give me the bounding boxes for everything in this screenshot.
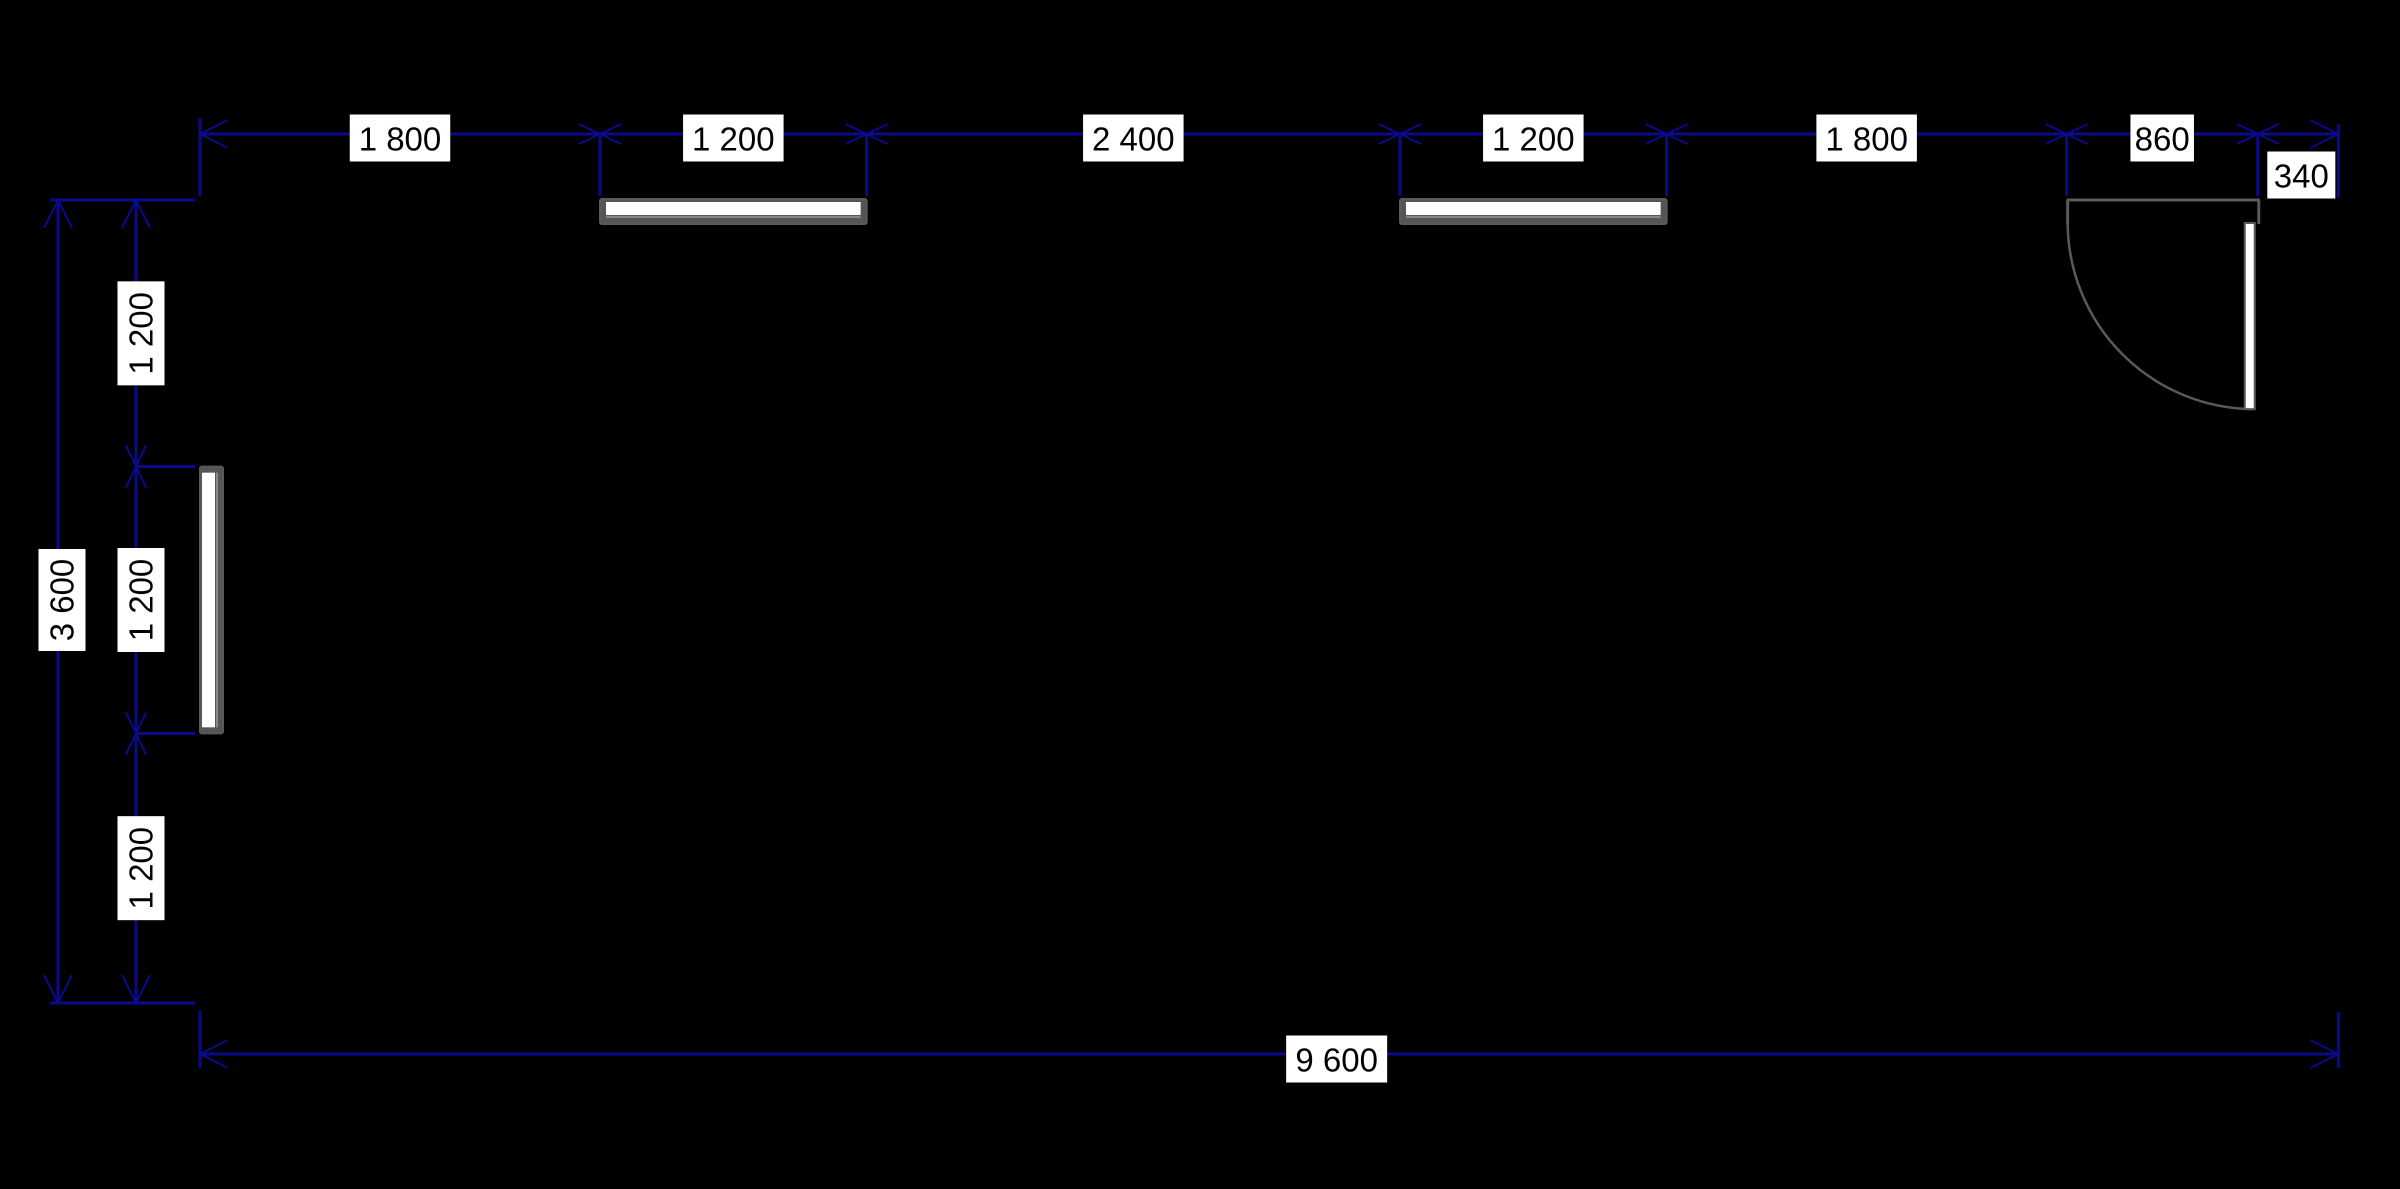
dimension-label-top-6: 860 (2130, 114, 2194, 162)
label-background (38, 548, 86, 651)
bottom-overall-dimension: 9 600 (197, 1035, 2341, 1083)
left-dimension-chain: 3 600 1 200 1 200 1 200 (38, 197, 195, 1006)
label-background (1083, 114, 1184, 162)
label-background (2267, 151, 2336, 199)
dimension-label-left-3: 1 200 (117, 816, 165, 921)
dimension-label-top-3: 2 400 (1083, 114, 1184, 162)
label-background (117, 547, 165, 652)
window-glass (1405, 202, 1661, 215)
dimension-arrow (121, 974, 151, 1006)
window-glass (605, 202, 861, 215)
extension-lines (50, 118, 2340, 1068)
dimension-label-text: 1 200 (123, 827, 160, 910)
label-background (2130, 114, 2194, 162)
label-background (117, 816, 165, 921)
dimension-arrow (197, 119, 229, 149)
dimension-label-left-2: 1 200 (117, 547, 165, 652)
label-background (1816, 114, 1917, 162)
dimension-label-text: 340 (2274, 158, 2329, 195)
dimension-label-text: 9 600 (1295, 1042, 1378, 1079)
dimension-label-left-1: 1 200 (117, 281, 165, 386)
label-background (349, 114, 451, 162)
door-leaf (2243, 222, 2256, 411)
dimension-label-text: 1 200 (123, 292, 160, 375)
dimension-arrow (197, 1039, 229, 1069)
window-top-2 (1398, 198, 1668, 225)
door-top-right (2066, 198, 2261, 411)
dimension-label-text: 1 800 (1825, 121, 1908, 158)
dimension-label-text: 1 200 (123, 559, 160, 642)
dimension-label-text: 1 800 (359, 121, 442, 158)
label-background (1483, 114, 1584, 162)
dimension-label-340: 340 (2267, 151, 2336, 199)
label-background (683, 114, 784, 162)
door-swing-arc (2066, 223, 2254, 411)
dimension-label-top-1: 1 800 (349, 114, 451, 162)
label-background (1286, 1035, 1388, 1083)
dimension-label-overall-width: 9 600 (1286, 1035, 1388, 1083)
dimension-label-top-4: 1 200 (1483, 114, 1584, 162)
dimension-label-overall-depth: 3 600 (38, 548, 86, 651)
dimension-label-top-5: 1 800 (1816, 114, 1917, 162)
dimension-label-text: 860 (2135, 121, 2190, 158)
dimension-label-top-2: 1 200 (683, 114, 784, 162)
dimension-arrow (43, 197, 73, 229)
dimension-arrow (121, 197, 151, 229)
dimension-label-text: 2 400 (1092, 121, 1175, 158)
dimension-arrow (2309, 1039, 2341, 1069)
dimension-label-text: 3 600 (44, 559, 81, 642)
window-glass (202, 472, 215, 728)
dimension-arrow (43, 974, 73, 1006)
top-dimension-chain: 1 800 1 200 2 400 1 200 1 800 860 340 (197, 114, 2341, 199)
window-top-1 (598, 198, 868, 225)
dimension-label-text: 1 200 (692, 121, 775, 158)
dimension-label-text: 1 200 (1492, 121, 1575, 158)
label-background (117, 281, 165, 386)
openings (199, 198, 2261, 735)
window-left (199, 465, 224, 735)
